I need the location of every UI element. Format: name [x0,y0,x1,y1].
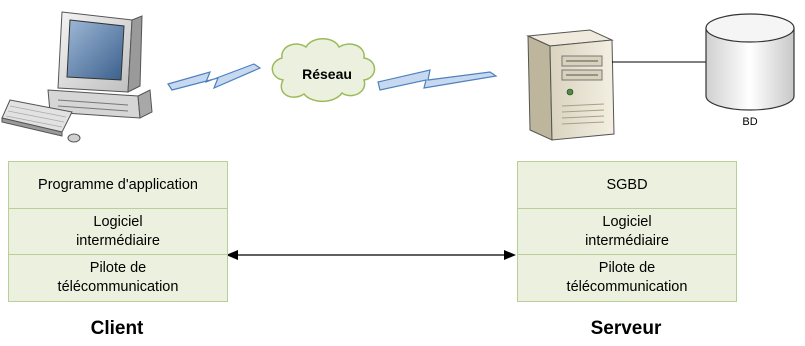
server-layer-dbms: SGBD [606,176,648,193]
client-layer-stack: Programme d'application Logiciel intermé… [8,161,228,302]
database-label: BD [742,116,758,128]
communication-arrow [226,250,516,260]
server-icon [526,29,615,141]
server-layer-stack: SGBD Logiciel intermédiaire Pilote de té… [517,161,737,302]
server-layer-telecom-driver: Pilote de télécommunication [518,254,736,301]
network-label: Réseau [302,66,352,82]
client-caption: Client [90,318,144,339]
server-layer-middleware: Logiciel intermédiaire [518,208,736,254]
client-layer-telecom-driver: Pilote de télécommunication [9,254,227,301]
database-icon [705,13,795,111]
server-caption: Serveur [590,318,662,339]
network-link-right-icon [377,69,498,91]
client-computer-icon [1,11,153,143]
network-link-left-icon [167,63,262,91]
network-cloud-icon [271,38,376,103]
client-layer-application: Programme d'application [38,176,198,193]
client-layer-middleware: Logiciel intermédiaire [9,208,227,254]
